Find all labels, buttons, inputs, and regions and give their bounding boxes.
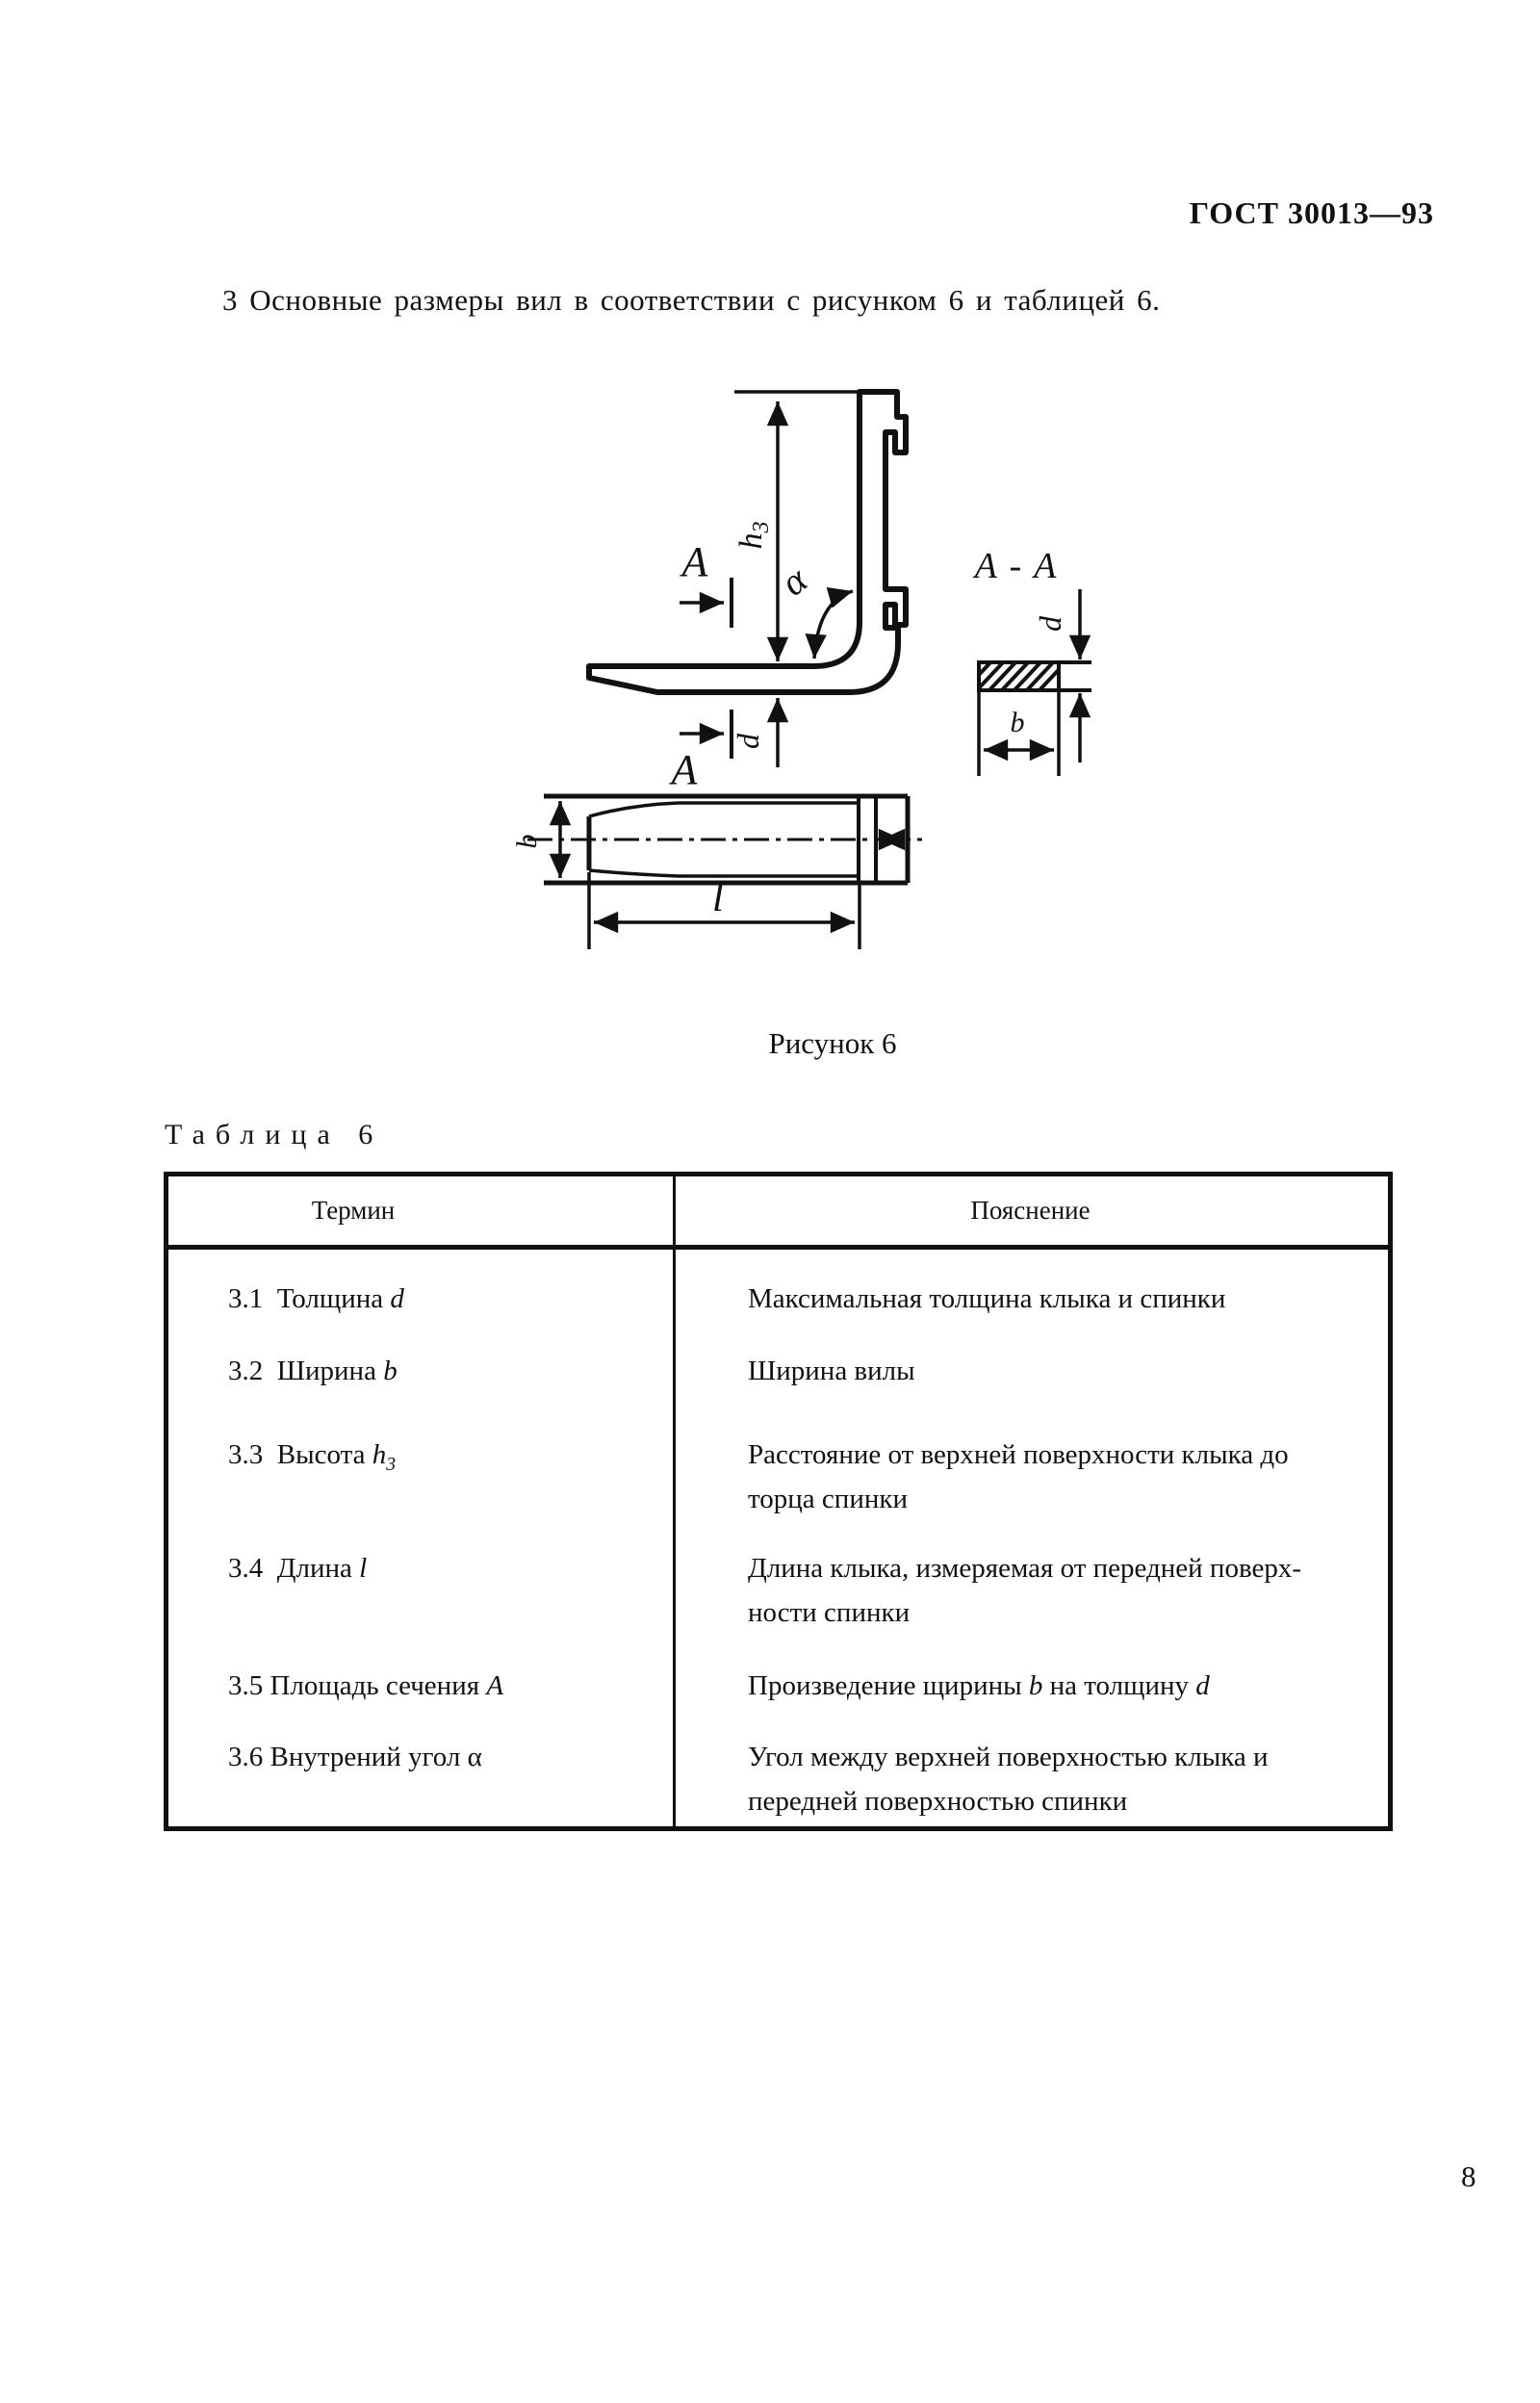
table-body: 3.1 Толщина d Максимальная толщина клыка … [168,1250,1388,1836]
b-dimension-section: b [977,692,1061,776]
table-row: 3.3 Высота h3 Расстояние от верхней повер… [168,1433,1388,1546]
standard-number: ГОСТ 30013—93 [1189,195,1434,230]
table-row: 3.2 Ширина b Ширина вилы [168,1349,1388,1433]
h3-dimension: h3 [733,390,862,661]
term-cell: 3.6 Внутрений угол α [228,1742,482,1772]
table-label: Таблица 6 [165,1119,384,1150]
term-cell: 3.5 Площадь сечения A [228,1670,504,1701]
term-cell: 3.1 Толщина d [228,1283,404,1314]
explanation-cell: Ширина вилы [748,1356,915,1386]
l-dimension: l [587,872,861,949]
table-header-row: Термин Пояснение [168,1176,1388,1250]
term-cell: 3.2 Ширина b [228,1356,398,1386]
section-cut-upper: A [680,538,733,628]
fork-drawing: h3 α d A A [511,389,1091,949]
section-cut-lower: A [669,710,733,793]
column-header-explanation: Пояснение [970,1196,1091,1225]
b-label-top: b [511,835,543,849]
fork-section-view: A - A b [972,546,1091,776]
explanation-cell: Длина клыка, измеряемая от передней пове… [748,1553,1302,1628]
h3-label: h3 [733,522,774,550]
d-label-side: d [731,733,765,749]
explanation-cell: Расстояние от верхней поверхности клыка … [748,1439,1289,1514]
intro-paragraph: 3 Основные размеры вил в соответствии с … [222,283,1161,317]
b-dimension-top: b [511,801,572,878]
column-divider [673,1176,676,1826]
l-label: l [712,873,724,920]
d-dimension-side: d [731,698,789,767]
page-number: 8 [1461,2159,1476,2193]
term-cell: 3.3 Высота h3 [228,1439,397,1475]
table-row: 3.4 Длина l Длина клыка, измеряемая от пе… [168,1546,1388,1664]
table-row: 3.6 Внутрений угол α Угол между верхней п… [168,1735,1388,1836]
explanation-cell: Максимальная толщина клыка и спинки [748,1283,1226,1314]
d-dimension-section: d [1033,589,1091,762]
table-row: 3.1 Толщина d Максимальная толщина клыка … [168,1277,1388,1349]
section-view-title: A - A [972,546,1059,586]
figure-caption: Рисунок 6 [768,1026,897,1060]
term-cell: 3.4 Длина l [228,1553,368,1584]
table-6: Термин Пояснение 3.1 Толщина d Максимальн… [164,1172,1393,1831]
figure-6: h3 α d A A [500,383,1116,961]
d-label-section: d [1033,615,1067,632]
table-row: 3.5 Площадь сечения A Произведение щирины… [168,1664,1388,1735]
b-label-section: b [1011,707,1025,738]
section-cut-label-upper: A [680,538,709,585]
fork-top-view: b l [511,793,922,949]
column-header-term: Термин [311,1196,396,1225]
section-cut-label-lower: A [669,746,699,793]
explanation-cell: Произведение щирины b на толщину d [748,1670,1210,1701]
alpha-angle: α [773,557,854,659]
